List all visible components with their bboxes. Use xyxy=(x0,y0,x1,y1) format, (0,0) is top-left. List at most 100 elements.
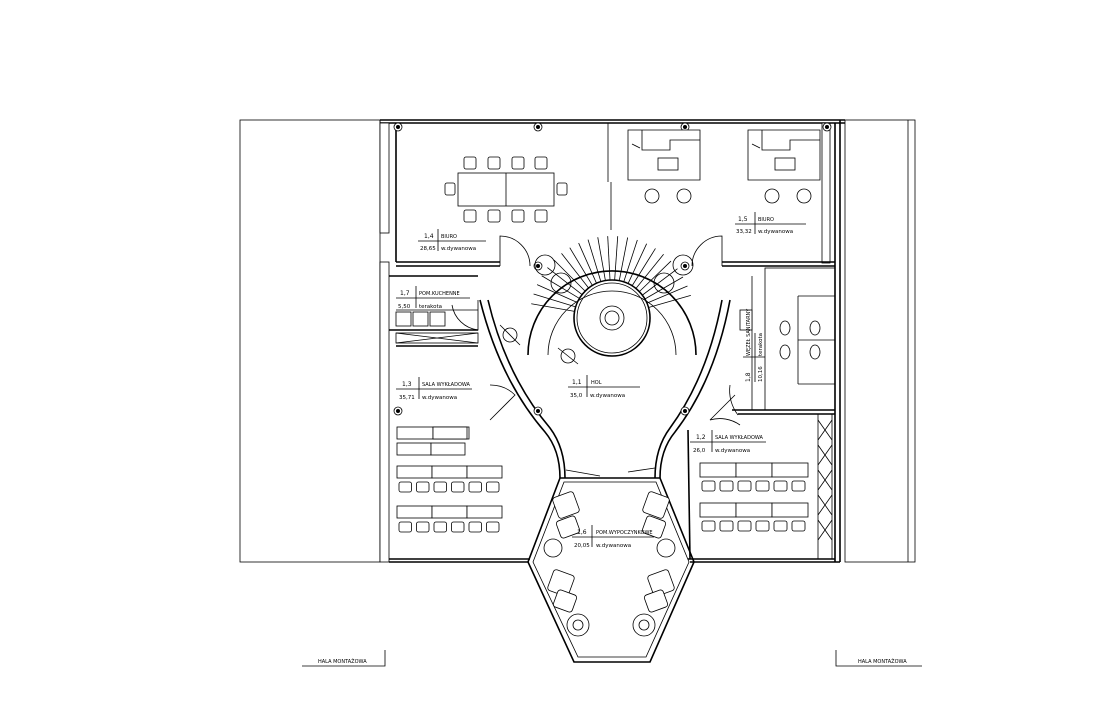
room-1-6-finish: w.dywanowa xyxy=(596,543,631,549)
desk xyxy=(396,426,434,440)
lecture-desks-1-3 xyxy=(396,426,503,533)
room-1-3-area: 35,71 xyxy=(399,395,415,401)
room-1-7-number: 1,7 xyxy=(400,290,410,297)
stair-tread xyxy=(627,243,648,284)
stair-tread xyxy=(561,253,589,289)
sanitary-fixtures xyxy=(739,309,821,360)
room-1-7-name: POM.KUCHENNE xyxy=(419,291,460,297)
stair-tread xyxy=(607,236,611,281)
desk xyxy=(771,502,809,518)
room-1-3-finish: w.dywanowa xyxy=(422,395,457,401)
desk xyxy=(430,442,466,456)
hall-furniture xyxy=(499,254,694,365)
person-figure xyxy=(499,324,521,346)
chair xyxy=(416,521,430,533)
chair xyxy=(719,480,734,492)
hall-right-label: HALA MONTAŻOWA xyxy=(858,658,907,665)
stair-tread xyxy=(533,293,576,308)
stair-tread xyxy=(553,259,586,292)
desk xyxy=(396,465,433,479)
stair-tread xyxy=(541,275,580,299)
lounge-furniture xyxy=(543,491,676,637)
chair xyxy=(486,481,500,493)
chair xyxy=(719,520,734,532)
room-1-8-area: 10,16 xyxy=(758,366,764,382)
stair-tread xyxy=(618,237,629,281)
chair xyxy=(433,521,447,533)
hall-right-label-leader xyxy=(835,650,922,667)
room-1-5-finish: w.dywanowa xyxy=(758,229,793,235)
chair xyxy=(468,521,482,533)
desk xyxy=(432,426,468,440)
stair-tread xyxy=(631,248,656,286)
chair xyxy=(701,480,716,492)
chair xyxy=(773,520,788,532)
chair xyxy=(398,521,412,533)
stair-tread xyxy=(536,284,578,303)
chair xyxy=(486,521,500,533)
room-1-8-finish: terakota xyxy=(758,333,764,356)
stair-tread xyxy=(578,242,597,284)
stair-tread xyxy=(644,276,684,300)
stair-tread xyxy=(569,247,593,286)
room-1-4-number: 1,4 xyxy=(424,233,434,240)
desk xyxy=(699,502,737,518)
desk xyxy=(396,442,432,456)
room-1-7-finish: terakota xyxy=(419,304,442,310)
chair xyxy=(451,521,465,533)
desk xyxy=(735,462,773,478)
room-1-6-area: 20,05 xyxy=(574,543,590,549)
chair xyxy=(755,480,770,492)
hall-left-label: HALA MONTAŻOWA xyxy=(318,658,367,665)
room-1-8-name: WĘZEŁ SANITARNY xyxy=(746,308,752,356)
partitions xyxy=(389,123,836,560)
stair-tread xyxy=(639,260,672,292)
hall-left-outline xyxy=(239,119,381,563)
hall-right-outline xyxy=(844,119,916,563)
chair xyxy=(468,481,482,493)
chair xyxy=(701,520,716,532)
stair-tread xyxy=(648,295,691,308)
room-1-4-name: BIURO xyxy=(441,234,457,240)
stair-tread xyxy=(547,267,583,295)
room-1-2-number: 1,2 xyxy=(696,434,706,441)
room-1-2-finish: w.dywanowa xyxy=(715,448,750,454)
columns xyxy=(393,122,832,416)
office-desks xyxy=(627,129,821,204)
doors xyxy=(451,235,741,477)
stair-tread xyxy=(597,237,606,281)
chair xyxy=(791,520,806,532)
room-1-6-number: 1,6 xyxy=(577,529,587,536)
hall-curved-walls xyxy=(479,299,731,479)
desk xyxy=(396,505,433,519)
room-1-5-area: 33,32 xyxy=(736,229,752,235)
stair-tread xyxy=(642,268,678,296)
desk xyxy=(735,502,773,518)
chair xyxy=(451,481,465,493)
chair xyxy=(773,480,788,492)
room-1-4-area: 28,65 xyxy=(420,246,436,252)
room-1-5-number: 1,5 xyxy=(738,216,748,223)
outer-walls xyxy=(379,119,845,563)
stair-tread xyxy=(646,285,688,304)
chair xyxy=(737,480,752,492)
stair-tread xyxy=(531,303,575,312)
desk xyxy=(771,462,809,478)
room-1-8-number: 1,8 xyxy=(745,372,752,382)
room-1-3-name: SALA WYKŁADOWA xyxy=(422,382,471,388)
room-1-1-name: HOL xyxy=(591,380,602,386)
person-figure xyxy=(557,347,579,365)
stair-tread xyxy=(614,236,619,281)
room-1-4-finish: w.dywanowa xyxy=(441,246,476,252)
chair xyxy=(416,481,430,493)
stair-tread xyxy=(623,239,638,282)
spiral-staircase xyxy=(527,236,697,357)
chair xyxy=(398,481,412,493)
room-1-3-number: 1,3 xyxy=(402,381,412,388)
chair xyxy=(755,520,770,532)
lounge-walls xyxy=(527,477,695,663)
room-1-1-area: 35,0 xyxy=(570,393,583,399)
desk xyxy=(466,465,503,479)
room-1-1-finish: w.dywanowa xyxy=(590,393,625,399)
room-1-2-area: 26,0 xyxy=(693,448,706,454)
